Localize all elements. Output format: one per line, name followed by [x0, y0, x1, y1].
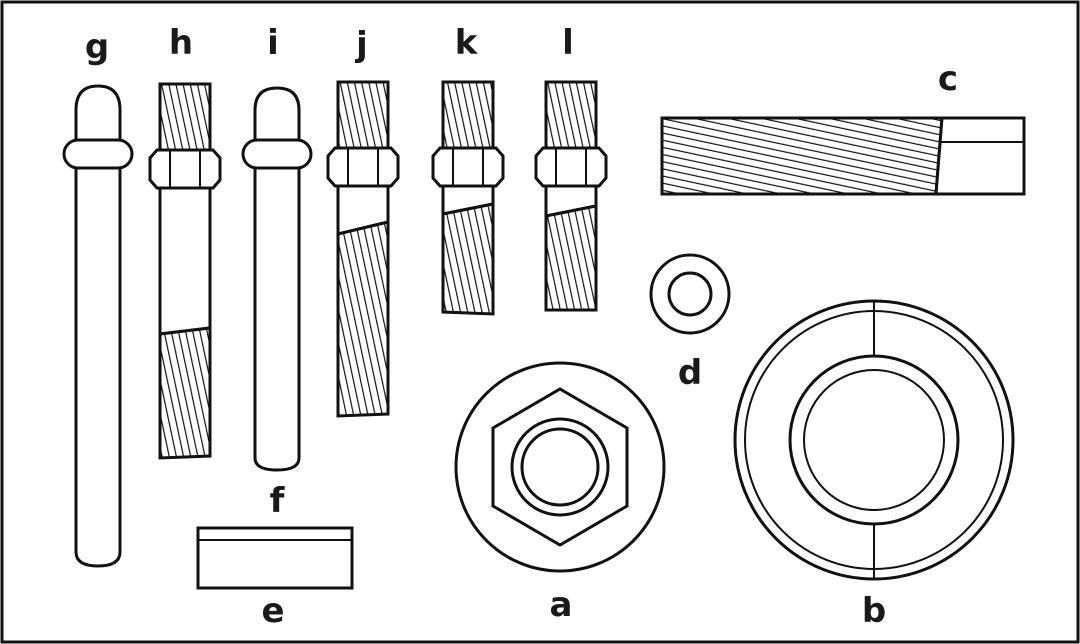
- label-f: f: [270, 481, 286, 521]
- part-l-stud: [534, 80, 608, 312]
- label-j: j: [354, 25, 368, 65]
- label-l: l: [562, 23, 574, 63]
- part-e-block: [196, 526, 354, 590]
- label-e: e: [261, 591, 284, 631]
- label-g: g: [85, 27, 109, 67]
- label-c: c: [938, 59, 958, 99]
- label-a: a: [550, 585, 573, 625]
- label-h: h: [169, 23, 193, 63]
- label-i: i: [267, 23, 279, 63]
- label-k: k: [455, 23, 479, 63]
- part-k-stud: [431, 80, 505, 316]
- part-i-pin: [241, 86, 313, 472]
- part-c-screw: [660, 116, 1026, 196]
- label-d: d: [678, 353, 702, 393]
- part-g-pin: [62, 84, 134, 568]
- part-d-washer: [649, 253, 731, 335]
- label-b: b: [862, 591, 886, 631]
- part-j-stud: [326, 80, 400, 418]
- part-a-hex-adapter: [454, 361, 666, 573]
- part-b-split-ring: [733, 299, 1015, 581]
- part-h-stud: [148, 82, 222, 460]
